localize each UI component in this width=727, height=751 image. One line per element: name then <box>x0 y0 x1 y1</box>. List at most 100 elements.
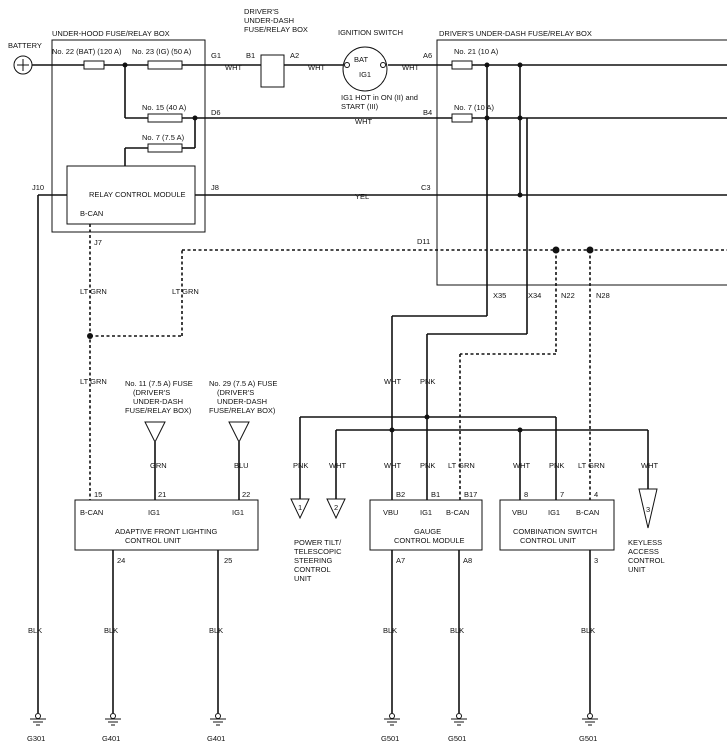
wire-blu: BLU <box>234 461 249 470</box>
keyless-label-3: CONTROL <box>628 556 665 565</box>
afl-ig1-b: IG1 <box>232 508 244 517</box>
gauge-pin-a8: A8 <box>463 556 472 565</box>
fuse-23 <box>147 60 183 70</box>
keyless-connector-3 <box>638 488 658 529</box>
wire-pnk-combo: PNK <box>549 461 564 470</box>
wire-ltgrn-combo: LT GRN <box>578 461 605 470</box>
wire-blk-g501c: BLK <box>581 626 595 635</box>
relay-control-module <box>66 165 196 225</box>
fuse-7-right-label: No. 7 (10 A) <box>454 103 495 112</box>
power-tilt-conn-2: 2 <box>334 503 338 512</box>
underdash-right-title: DRIVER'S UNDER-DASH FUSE/RELAY BOX <box>439 29 592 38</box>
pin-j8: J8 <box>211 183 219 192</box>
fuse-29-ref-2: (DRIVER'S <box>217 388 254 397</box>
ground-g501a: G501 <box>381 734 399 743</box>
pin-b4: B4 <box>423 108 432 117</box>
fuse-29-ref-4: FUSE/RELAY BOX) <box>209 406 276 415</box>
gauge-pin-b17: B17 <box>464 490 477 499</box>
keyless-label-2: ACCESS <box>628 547 659 556</box>
combo-title-2: CONTROL UNIT <box>520 536 576 545</box>
combo-ig1: IG1 <box>548 508 560 517</box>
pin-c3: C3 <box>421 183 431 192</box>
fuse-29-ref-3: UNDER-DASH <box>217 397 267 406</box>
gauge-pin-b1: B1 <box>431 490 440 499</box>
pin-n28: N28 <box>596 291 610 300</box>
fuse-21-label: No. 21 (10 A) <box>454 47 499 56</box>
combo-title-1: COMBINATION SWITCH <box>513 527 597 536</box>
pin-d6: D6 <box>211 108 221 117</box>
wire-wht-ign: WHT <box>402 63 419 72</box>
wire-wht-tilt: WHT <box>329 461 346 470</box>
combo-bcan: B-CAN <box>576 508 599 517</box>
combo-vbu: VBU <box>512 508 527 517</box>
ignition-title: IGNITION SWITCH <box>338 28 403 37</box>
pin-n22: N22 <box>561 291 575 300</box>
wire-blk-g501a: BLK <box>383 626 397 635</box>
afl-ig1-a: IG1 <box>148 508 160 517</box>
power-tilt-connector-1 <box>290 498 310 520</box>
pin-j10: J10 <box>32 183 44 192</box>
gauge-title-1: GAUGE <box>414 527 441 536</box>
underhood-fuse-box <box>51 39 206 233</box>
wire-wht-keyless: WHT <box>641 461 658 470</box>
power-tilt-label-2: TELESCOPIC <box>294 547 342 556</box>
wire-ltgrn-j7: LT GRN <box>80 287 107 296</box>
power-tilt-label-5: UNIT <box>294 574 312 583</box>
ground-g501c: G501 <box>579 734 597 743</box>
wire-wht-x35: WHT <box>384 377 401 386</box>
fuse-23-label: No. 23 (IG) (50 A) <box>132 47 192 56</box>
pin-a6: A6 <box>423 51 432 60</box>
fuse-7-underhood-label: No. 7 (7.5 A) <box>142 133 185 142</box>
fuse-29-ref-1: No. 29 (7.5 A) FUSE <box>209 379 277 388</box>
pin-b1-left: B1 <box>246 51 255 60</box>
afl-control-unit <box>74 499 259 551</box>
afl-pin-24: 24 <box>117 556 125 565</box>
wire-wht-g1: WHT <box>225 63 242 72</box>
combo-pin-3: 3 <box>594 556 598 565</box>
afl-bcan: B-CAN <box>80 508 103 517</box>
wire-wht-gauge: WHT <box>384 461 401 470</box>
power-tilt-connector-2 <box>326 498 346 520</box>
combo-pin-4: 4 <box>594 490 598 499</box>
combo-pin-7: 7 <box>560 490 564 499</box>
pin-x35: X35 <box>493 291 506 300</box>
wire-ltgrn-loop: LT GRN <box>172 287 199 296</box>
underdash-left-title-2: UNDER-DASH <box>244 16 294 25</box>
wire-pnk-gauge: PNK <box>420 461 435 470</box>
underdash-left-title-3: FUSE/RELAY BOX <box>244 25 308 34</box>
pin-a2-left: A2 <box>290 51 299 60</box>
gauge-control-module <box>369 499 483 551</box>
keyless-conn-3: 3 <box>646 505 650 514</box>
power-tilt-label-1: POWER TILT/ <box>294 538 342 547</box>
power-tilt-conn-1: 1 <box>298 503 302 512</box>
gauge-pin-a7: A7 <box>396 556 405 565</box>
fuse-29-symbol <box>228 421 250 444</box>
ground-symbols <box>30 713 598 726</box>
power-tilt-label-3: STEERING <box>294 556 333 565</box>
afl-pin-15: 15 <box>94 490 102 499</box>
ignition-ig1: IG1 <box>359 70 371 79</box>
wire-ltgrn-gauge: LT GRN <box>448 461 475 470</box>
fuse-11-ref-3: UNDER-DASH <box>133 397 183 406</box>
fuse-21 <box>451 60 473 70</box>
ignition-note-2: START (III) <box>341 102 379 111</box>
wire-grn: GRN <box>150 461 167 470</box>
wire-wht-a2: WHT <box>308 63 325 72</box>
ground-g401a: G401 <box>102 734 120 743</box>
pin-x34: X34 <box>528 291 541 300</box>
wire-blk-g401b: BLK <box>209 626 223 635</box>
combo-pin-8: 8 <box>524 490 528 499</box>
ignition-switch <box>342 46 388 92</box>
keyless-label-4: UNIT <box>628 565 646 574</box>
power-tilt-label-4: CONTROL <box>294 565 331 574</box>
wire-blk-g301: BLK <box>28 626 42 635</box>
fuse-7-right <box>451 113 473 123</box>
gauge-title-2: CONTROL MODULE <box>394 536 465 545</box>
wire-wht-d6: WHT <box>355 117 372 126</box>
ignition-bat: BAT <box>354 55 368 64</box>
fuse-11-ref-1: No. 11 (7.5 A) FUSE <box>125 379 193 388</box>
afl-title-2: CONTROL UNIT <box>125 536 181 545</box>
fuse-11-symbol <box>144 421 166 444</box>
gauge-pin-b2: B2 <box>396 490 405 499</box>
